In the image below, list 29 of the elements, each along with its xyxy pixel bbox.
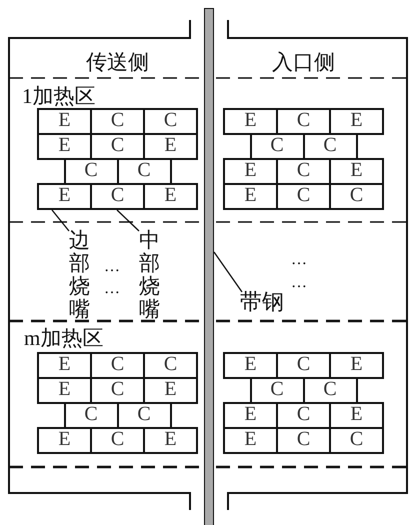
strip-label: 带钢	[240, 290, 284, 314]
ellipsis: …	[104, 257, 120, 277]
ellipsis: …	[104, 279, 120, 299]
column-heading: 传送侧	[86, 50, 149, 74]
leader-line	[116, 210, 140, 232]
burner-cell: C	[143, 352, 198, 379]
burner-label: 边部烧嘴	[69, 229, 93, 321]
burner-cell: E	[329, 108, 384, 135]
burner-cell: E	[223, 183, 278, 210]
column-heading: 入口侧	[272, 50, 335, 74]
burner-cell: E	[143, 183, 198, 210]
burner-cell: C	[329, 427, 384, 454]
burner-cell: C	[143, 108, 198, 135]
burner-cell: E	[143, 427, 198, 454]
burner-cell: E	[329, 352, 384, 379]
zone-heading: m加热区	[24, 326, 104, 350]
burner-cell: E	[223, 108, 278, 135]
burner-cell: E	[223, 352, 278, 379]
leader-line	[213, 252, 243, 292]
zone-heading: 1加热区	[22, 84, 96, 108]
ellipsis: …	[291, 250, 307, 270]
burner-cell: C	[329, 183, 384, 210]
steel-strip	[204, 8, 214, 525]
leader-line	[52, 210, 70, 232]
burner-label: 中部烧嘴	[139, 229, 163, 321]
burner-cell: E	[37, 183, 92, 210]
ellipsis: …	[291, 273, 307, 293]
burner-cell: E	[37, 427, 92, 454]
burner-cell: E	[223, 427, 278, 454]
